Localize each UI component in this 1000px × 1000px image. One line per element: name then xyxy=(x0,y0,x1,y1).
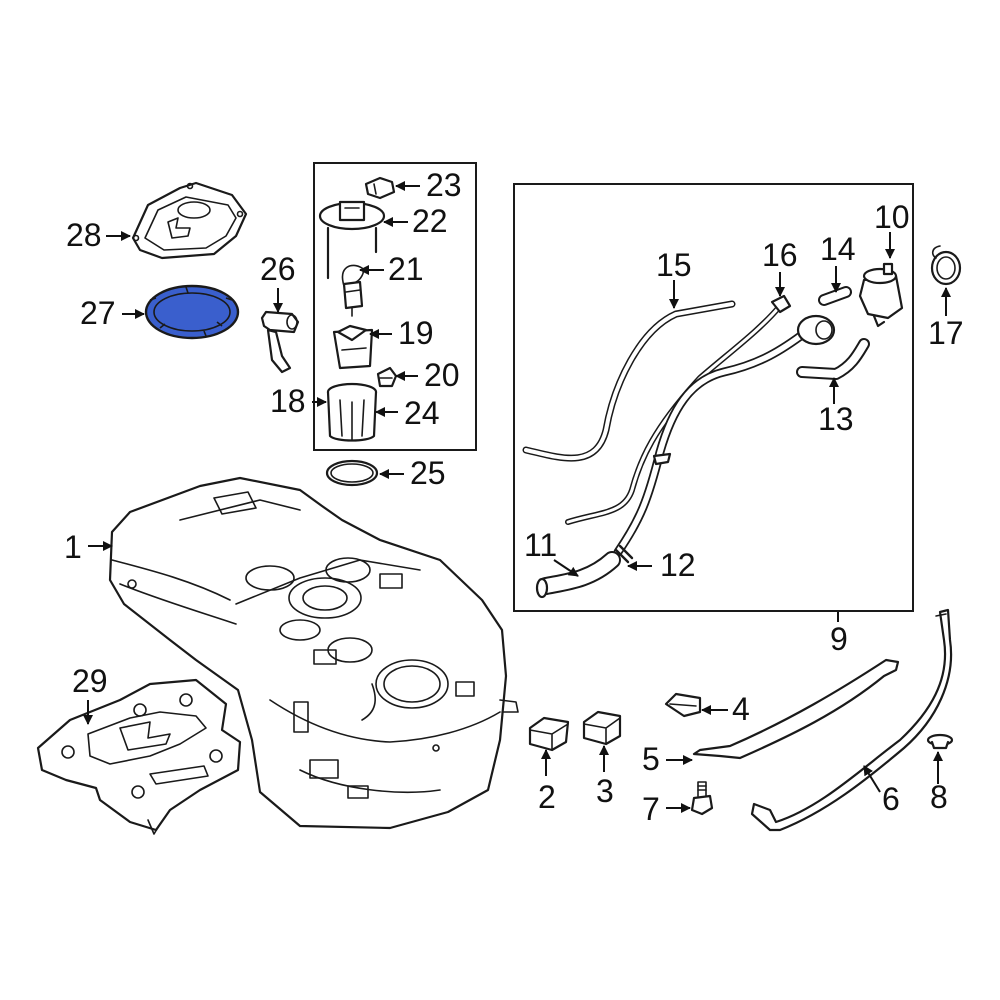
part-6-strap[interactable] xyxy=(750,608,953,832)
callout-19: 19 xyxy=(398,315,434,351)
part-8-grommet[interactable] xyxy=(926,733,954,750)
part-26-bracket[interactable] xyxy=(260,310,300,374)
part-19-filter[interactable] xyxy=(332,324,374,370)
filler-group-box xyxy=(513,183,914,612)
part-29-heat-shield[interactable] xyxy=(36,678,242,835)
callout-5: 5 xyxy=(642,741,660,777)
callout-22: 22 xyxy=(412,203,448,239)
part-4-clip[interactable] xyxy=(664,692,702,718)
part-11-hose[interactable] xyxy=(535,551,621,599)
callout-17: 17 xyxy=(928,315,964,351)
part-12-clamp[interactable] xyxy=(614,544,634,564)
callout-28: 28 xyxy=(66,217,102,253)
callout-16: 16 xyxy=(762,237,798,273)
callout-26: 26 xyxy=(260,251,296,287)
callout-11: 11 xyxy=(524,527,557,563)
part-15-vent-tube[interactable] xyxy=(522,300,736,462)
callout-12: 12 xyxy=(660,547,696,583)
callout-3: 3 xyxy=(596,773,614,809)
part-23-connector[interactable] xyxy=(364,176,396,200)
callout-20: 20 xyxy=(424,357,460,393)
callout-25: 25 xyxy=(410,455,446,491)
callout-9: 9 xyxy=(830,621,848,657)
leader-lines xyxy=(83,181,951,813)
part-7-bolt[interactable] xyxy=(690,781,714,816)
pump-module-group-box xyxy=(313,162,477,451)
part-22-pump-flange[interactable] xyxy=(318,200,386,280)
callout-7: 7 xyxy=(642,791,660,827)
callout-27: 27 xyxy=(80,295,116,331)
part-28-access-cover[interactable] xyxy=(131,181,248,260)
callout-10: 10 xyxy=(874,199,910,235)
callout-13: 13 xyxy=(818,401,854,437)
callout-14: 14 xyxy=(820,231,856,267)
callout-8: 8 xyxy=(930,779,948,815)
callout-21: 21 xyxy=(388,251,424,287)
callout-18: 18 xyxy=(270,383,306,419)
callout-15: 15 xyxy=(656,247,692,283)
part-21-fuel-pump[interactable] xyxy=(341,264,365,317)
callout-2: 2 xyxy=(538,779,556,815)
part-1-fuel-tank[interactable] xyxy=(108,476,519,830)
part-13-hose[interactable] xyxy=(796,338,870,380)
lock-ring-inner xyxy=(153,292,231,332)
part-24-reservoir[interactable] xyxy=(326,382,378,442)
callout-6: 6 xyxy=(882,781,900,817)
callout-labels: 28 27 26 23 22 21 19 20 24 18 25 1 29 2 … xyxy=(64,167,964,827)
callout-23: 23 xyxy=(426,167,462,203)
part-16-vent-line[interactable] xyxy=(565,294,792,525)
callout-29: 29 xyxy=(72,663,108,699)
part-3-pad[interactable] xyxy=(582,710,622,746)
part-14-small-hose[interactable] xyxy=(818,286,852,306)
filler-neck-pipe[interactable] xyxy=(613,314,836,557)
callout-1: 1 xyxy=(64,529,82,565)
part-25-seal[interactable] xyxy=(325,459,379,487)
callout-4: 4 xyxy=(732,691,750,727)
part-20-valve[interactable] xyxy=(376,366,398,388)
callout-24: 24 xyxy=(404,395,440,431)
part-2-pad[interactable] xyxy=(528,716,570,752)
part-5-strap[interactable] xyxy=(692,658,900,760)
part-27-lock-ring-highlighted[interactable] xyxy=(144,284,240,340)
part-17-fuel-cap[interactable] xyxy=(930,245,962,286)
part-10-canister[interactable] xyxy=(858,262,904,328)
